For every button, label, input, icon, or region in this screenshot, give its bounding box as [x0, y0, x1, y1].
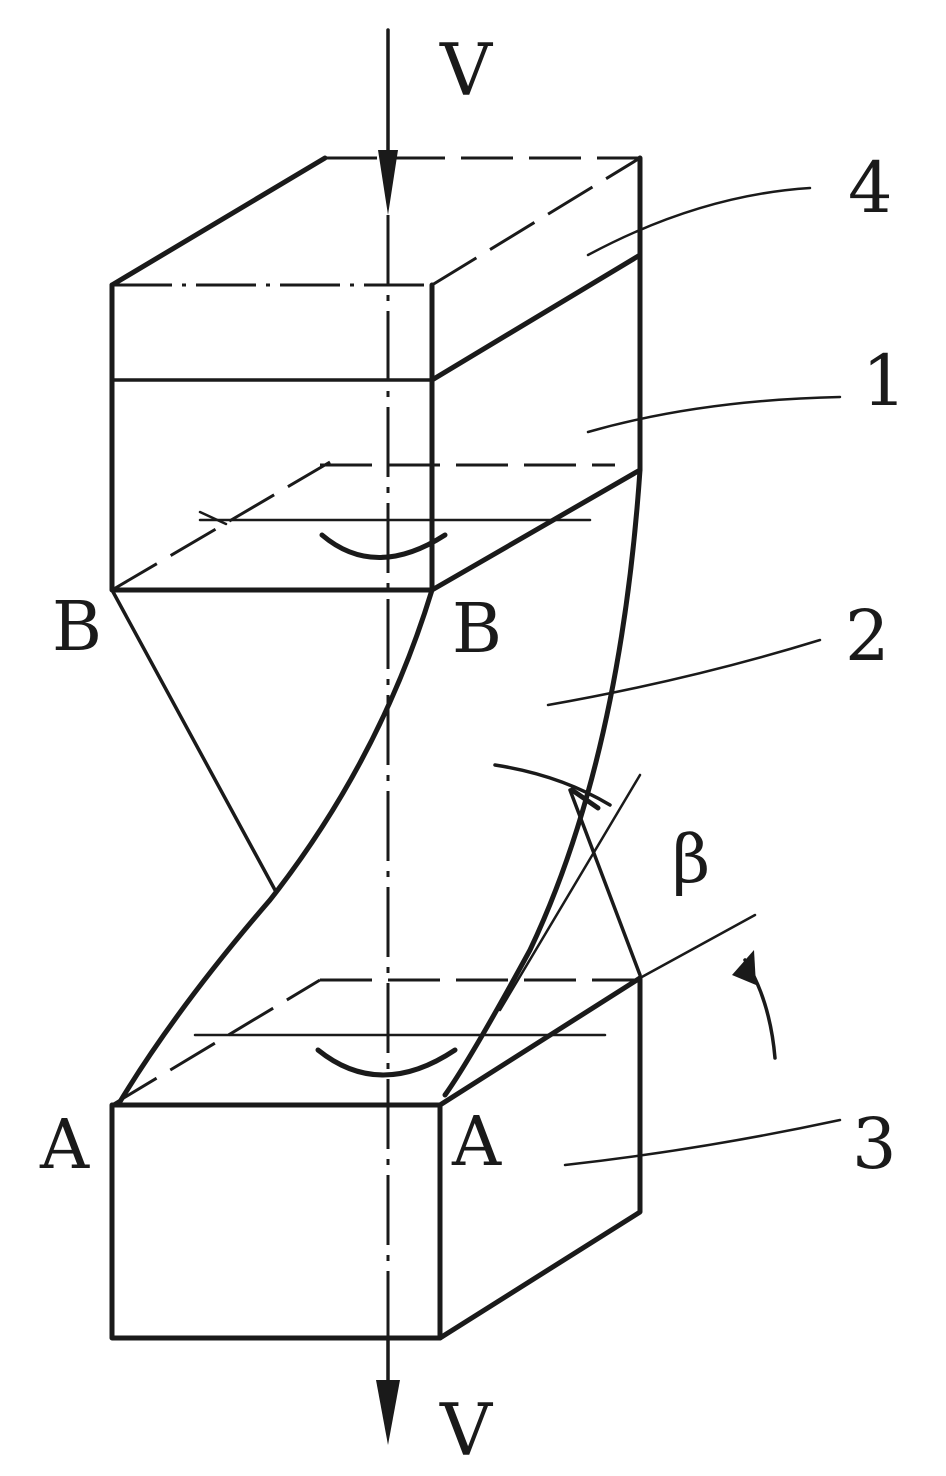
top-block-front-face [109, 282, 435, 593]
top-block [109, 155, 643, 593]
twist-s-curve [115, 587, 435, 1108]
bottom-rotation-arc [315, 1047, 458, 1078]
top-block-mid-plane-tick [198, 510, 228, 526]
bottom-block [109, 975, 643, 1341]
point-b-right-label: B [452, 590, 502, 669]
top-block-hidden-bottom-left [111, 460, 331, 592]
part-2-label: 2 [845, 595, 890, 677]
twist-left-edge [110, 588, 277, 892]
velocity-bottom-label: V [439, 1388, 494, 1472]
twist-right-edge [568, 788, 642, 977]
twist-zone [110, 587, 642, 1108]
leader-2 [546, 638, 822, 707]
bottom-block-right-face [437, 975, 643, 1341]
angle-beta-label: β [672, 821, 710, 898]
bottom-block-front-face [109, 1102, 443, 1341]
top-block-top-left-edge [109, 155, 328, 288]
top-rotation-arc [319, 532, 448, 560]
leader-lines [546, 186, 842, 1167]
beta-angle-indicator [638, 913, 777, 1060]
center-axis [376, 28, 400, 1445]
top-block-bottom-slant [429, 467, 643, 593]
top-block-top-right-edge [431, 156, 641, 287]
top-block-section-slant [429, 252, 643, 383]
leader-3 [563, 1118, 842, 1167]
bottom-velocity-arrowhead [376, 1380, 400, 1445]
leader-1 [586, 395, 842, 434]
part-1-label: 1 [862, 340, 907, 422]
curve-angle-arc [493, 763, 612, 807]
bottom-block-top-right-edge [437, 975, 643, 1108]
beta-reference-line [638, 913, 757, 980]
curve-tangent-tick [569, 787, 601, 811]
leader-4 [586, 186, 812, 257]
point-a-right-label: A [451, 1103, 502, 1182]
point-a-left-label: A [39, 1106, 90, 1185]
part-4-label: 4 [848, 147, 893, 229]
velocity-top-label: V [439, 28, 494, 112]
twisted-right-edge [442, 155, 643, 1098]
point-b-left-label: B [52, 588, 102, 667]
top-velocity-arrowhead [378, 150, 398, 215]
twist-inner-line [498, 773, 642, 1012]
bottom-block-top-left-edge [111, 978, 321, 1107]
part-3-label: 3 [852, 1103, 897, 1185]
beta-arrowhead [732, 950, 756, 985]
